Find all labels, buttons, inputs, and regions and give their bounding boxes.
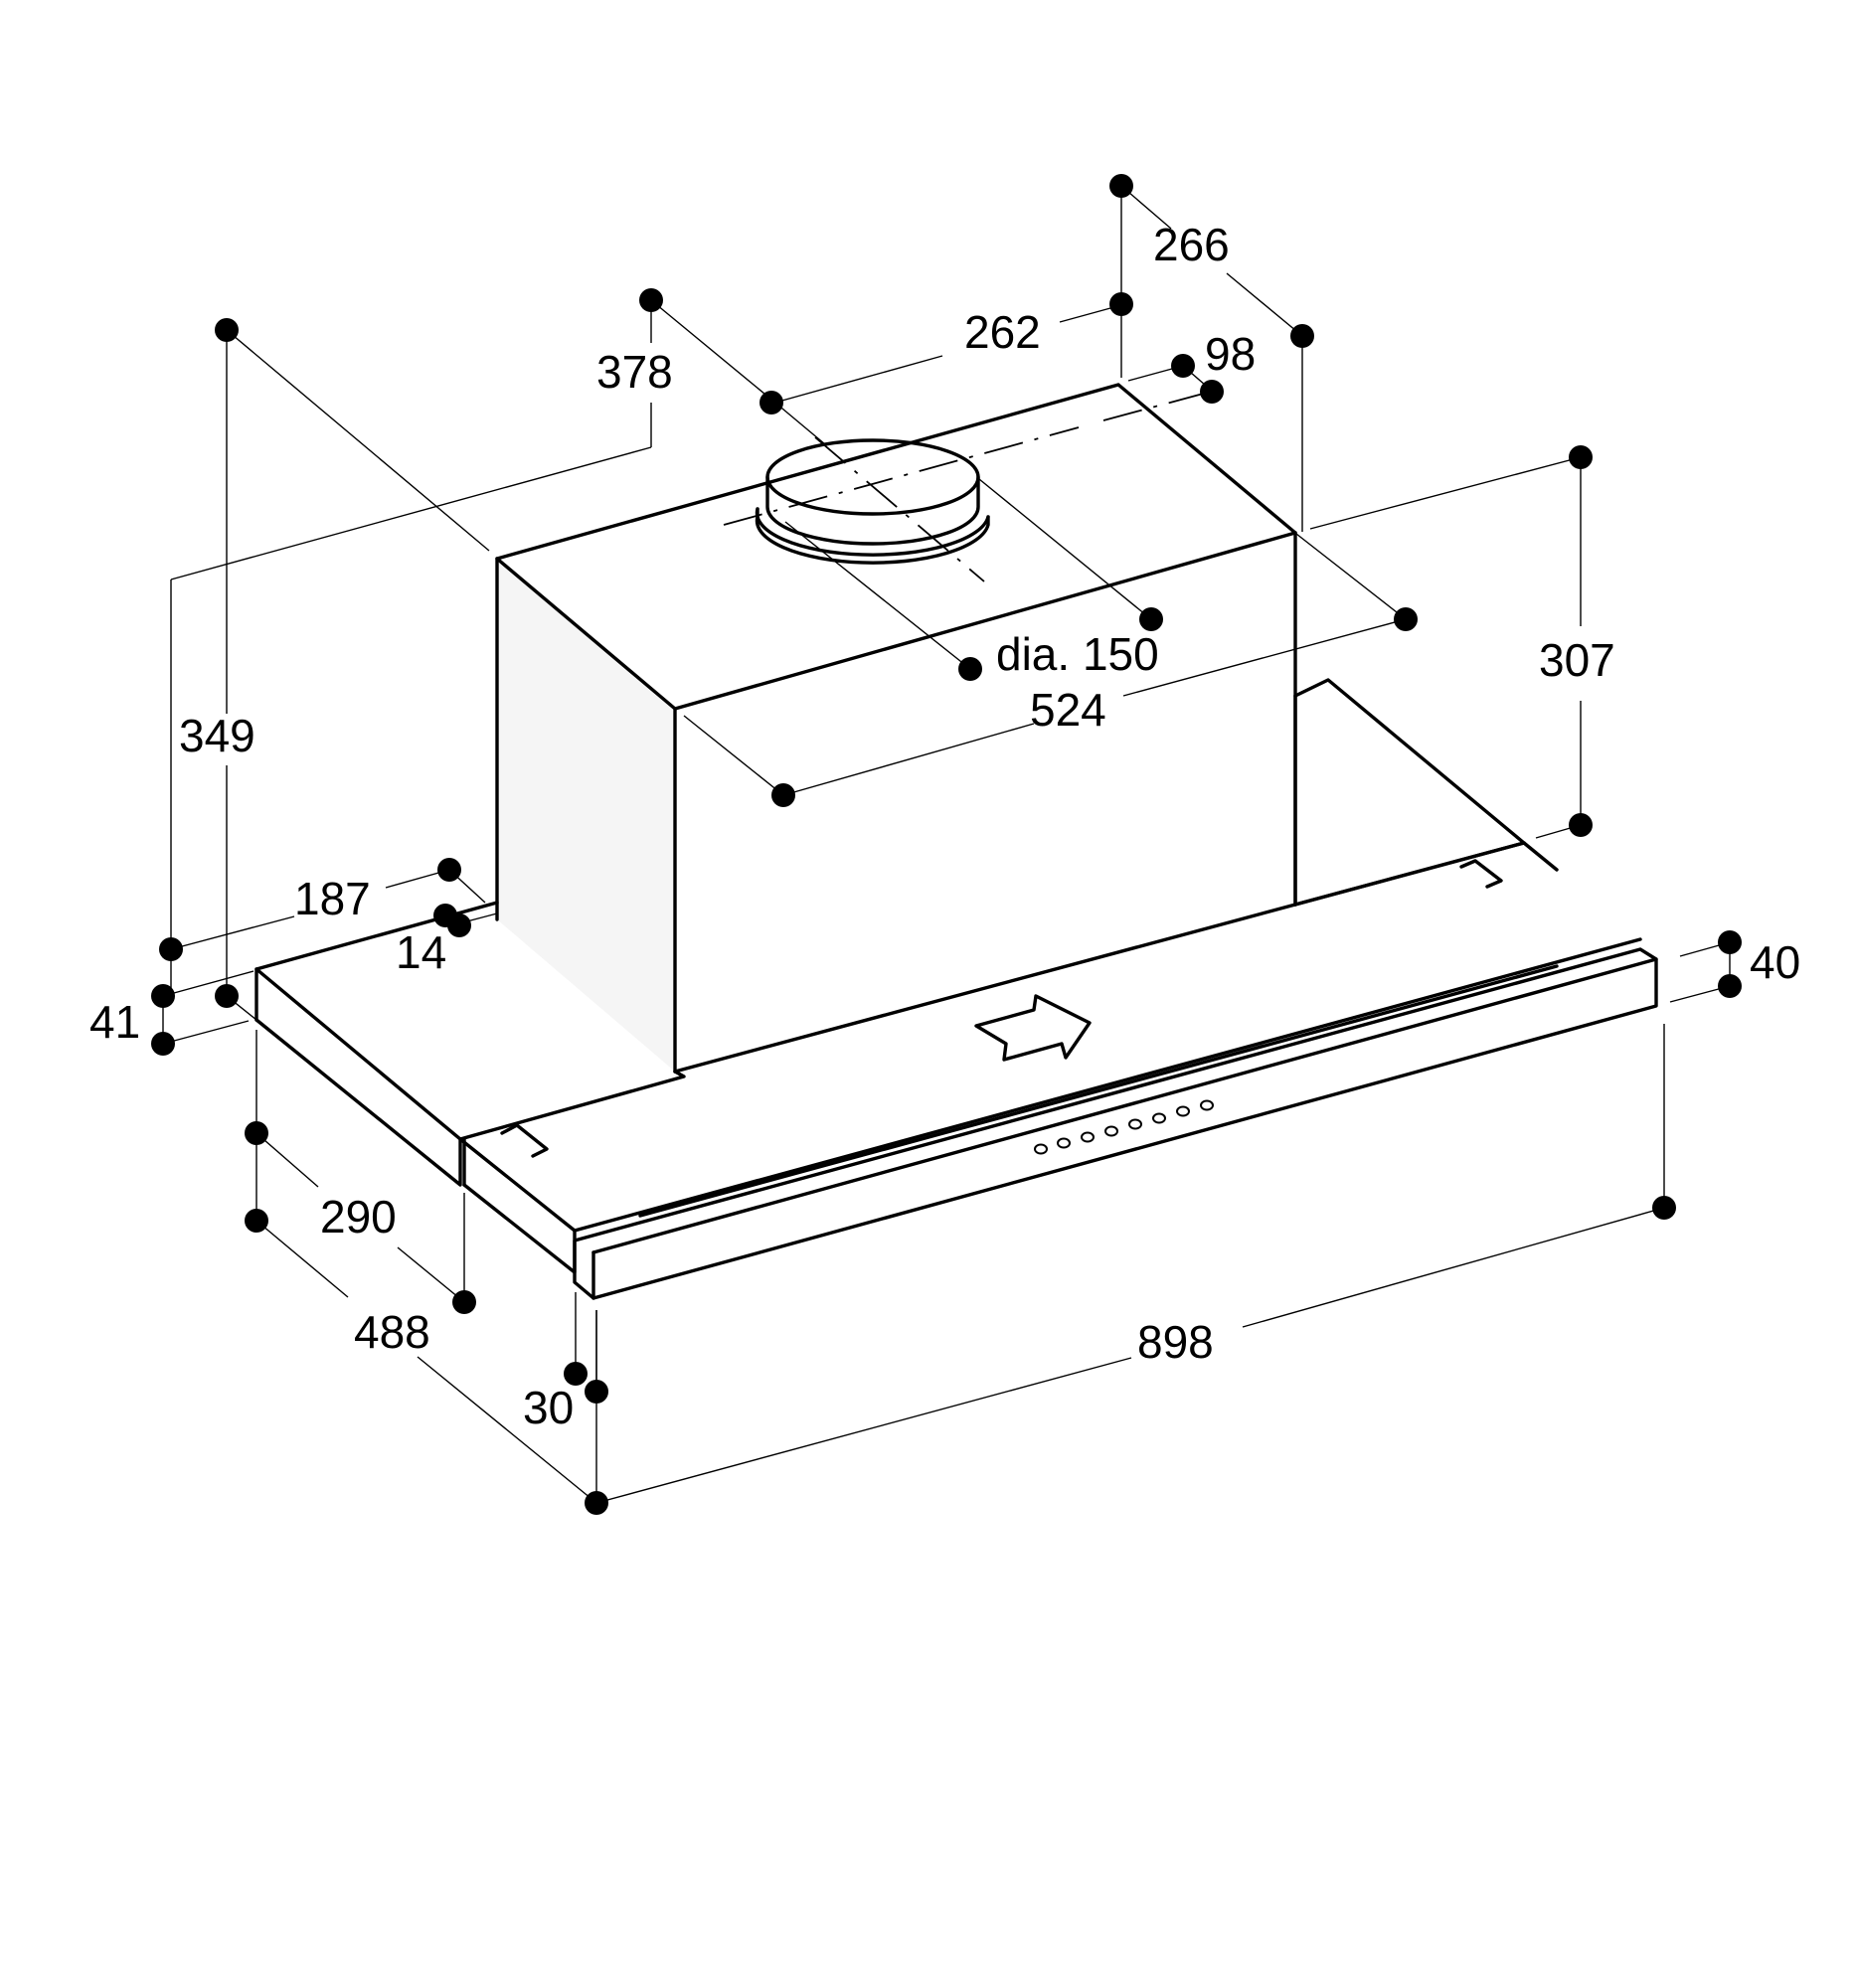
dim-290: 290	[320, 1191, 397, 1242]
chimney-left-face	[497, 559, 675, 1072]
canopy-left-side	[254, 1018, 462, 1187]
dim-98: 98	[1205, 328, 1256, 380]
canopy-rear-edge	[1293, 841, 1526, 907]
dimension-lines	[162, 185, 1731, 1504]
chimney-top-face	[495, 383, 1297, 711]
dim-349: 349	[179, 710, 255, 761]
airflow-arrow-icon	[974, 994, 1092, 1062]
dim-41: 41	[89, 996, 140, 1048]
control-button[interactable]	[1081, 1131, 1095, 1143]
dim-262: 262	[964, 306, 1041, 358]
control-button[interactable]	[1104, 1125, 1118, 1137]
dimension-endpoints	[151, 174, 1742, 1515]
front-trim	[573, 947, 1658, 1300]
visor-left-side	[462, 1183, 577, 1274]
dim-378: 378	[596, 346, 673, 398]
dim-187: 187	[294, 873, 371, 924]
chimney-bottom-front-edge	[673, 903, 1297, 1074]
dim-dia150: dia. 150	[996, 628, 1159, 680]
control-button[interactable]	[1034, 1143, 1048, 1155]
front-trim-inner	[638, 964, 1559, 1218]
dim-266: 266	[1153, 219, 1230, 270]
front-trim-top	[591, 957, 1658, 1254]
control-button[interactable]	[1176, 1105, 1190, 1117]
dim-14: 14	[396, 926, 446, 978]
dim-40: 40	[1750, 936, 1800, 988]
control-button[interactable]	[1057, 1137, 1071, 1149]
hood-body	[254, 383, 1658, 1300]
dimension-labels: 266 262 98 378 307 349 dia. 150 524 187 …	[89, 219, 1800, 1433]
dim-898: 898	[1137, 1316, 1214, 1368]
control-button[interactable]	[1152, 1112, 1166, 1124]
control-button[interactable]	[1128, 1118, 1142, 1130]
dim-30: 30	[523, 1382, 574, 1433]
dim-488: 488	[354, 1306, 430, 1358]
dim-307: 307	[1539, 634, 1615, 686]
center-lines	[723, 392, 1208, 582]
rail-slot-right	[1459, 859, 1503, 889]
control-button[interactable]	[1200, 1099, 1214, 1111]
dim-524: 524	[1030, 684, 1106, 736]
control-buttons	[1034, 1099, 1214, 1155]
rail-slot-left	[500, 1123, 549, 1158]
canopy-right-rear-edge	[1522, 841, 1559, 872]
exhaust-collar	[755, 438, 990, 565]
